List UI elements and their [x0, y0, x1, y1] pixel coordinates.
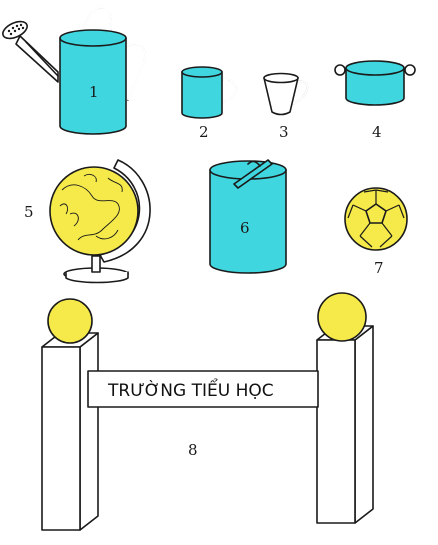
label-2: 2: [199, 123, 209, 141]
label-3: 3: [279, 123, 289, 141]
label-7: 7: [374, 259, 384, 277]
label-4: 4: [372, 123, 382, 141]
label-6: 6: [240, 219, 250, 237]
mug-icon: [181, 66, 237, 119]
watering-can-icon: [2, 6, 146, 135]
globe-icon: [49, 159, 151, 284]
pot-icon: [334, 60, 416, 106]
label-8: 8: [188, 441, 198, 459]
tin-box-icon: [209, 159, 287, 274]
cup-icon: [263, 72, 309, 116]
ball-icon: [344, 187, 408, 251]
gate-sign-text: TRƯỜNG TIỂU HỌC: [107, 377, 274, 401]
label-1: 1: [89, 83, 99, 101]
school-gate-icon: [41, 292, 374, 531]
label-5: 5: [24, 203, 34, 221]
